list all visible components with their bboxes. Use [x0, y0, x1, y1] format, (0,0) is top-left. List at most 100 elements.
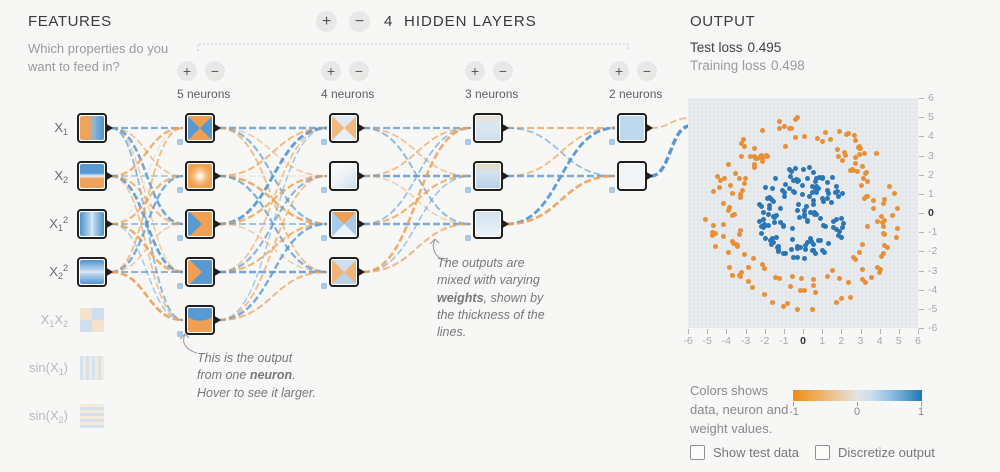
data-point [761, 225, 767, 231]
neuron-l2-2[interactable] [321, 161, 365, 193]
data-point [840, 158, 846, 164]
data-point [739, 187, 745, 193]
y-axis-tick [919, 98, 924, 99]
layer-1-remove-neuron-button[interactable]: − [205, 61, 225, 81]
data-point [733, 170, 739, 176]
data-point [739, 153, 745, 159]
data-point [759, 158, 765, 164]
sin-x1-pattern [80, 356, 104, 380]
neuron-l1-4[interactable] [177, 257, 221, 289]
feature-sin-x1[interactable]: sin(X1) [0, 353, 107, 383]
data-point [716, 185, 722, 191]
data-point [759, 204, 765, 210]
data-point [750, 284, 756, 290]
text-segment: ) [63, 407, 68, 423]
data-point [769, 299, 775, 305]
weight-link [110, 127, 184, 273]
data-point [846, 131, 852, 137]
add-layer-button[interactable]: + [316, 11, 337, 32]
layer-3-remove-neuron-button[interactable]: − [493, 61, 513, 81]
weight-link [218, 222, 328, 322]
layer-2-remove-neuron-button[interactable]: − [349, 61, 369, 81]
layer-3-add-neuron-button[interactable]: + [465, 61, 485, 81]
data-point [766, 222, 772, 228]
data-point [815, 185, 821, 191]
data-point [882, 231, 888, 237]
text-segment: 1 [49, 318, 55, 329]
callout-arrow-neuron [183, 333, 198, 354]
neuron-l2-1[interactable] [321, 113, 365, 145]
data-point [782, 250, 788, 256]
neuron-l1-3[interactable] [177, 209, 221, 241]
output-title: OUTPUT [690, 13, 756, 30]
feature-x1-squared[interactable]: X12 [0, 209, 113, 239]
discretize-output-checkbox[interactable] [815, 445, 830, 460]
neuron-l1-2[interactable] [177, 161, 221, 193]
neuron-activation-pattern [188, 116, 212, 140]
y-axis-tick [919, 308, 924, 310]
data-point [851, 132, 857, 138]
text-segment: X [54, 167, 63, 183]
neuron-l2-4[interactable] [321, 257, 365, 289]
discretize-output-item: Discretize output [815, 445, 935, 460]
data-point [752, 153, 758, 159]
data-point [802, 246, 808, 252]
y-axis-tick [919, 232, 924, 234]
x-axis-label: 4 [876, 335, 883, 347]
feature-x1[interactable]: X1 [0, 113, 113, 143]
layer-2-add-neuron-button[interactable]: + [321, 61, 341, 81]
data-point [740, 137, 746, 143]
neuron-l3-1[interactable] [465, 113, 509, 145]
x1x2-pattern [80, 308, 104, 332]
feature-x1x2[interactable]: X1X2 [0, 305, 107, 335]
output-checkboxes: Show test data Discretize output [690, 445, 935, 460]
neuron-l3-2[interactable] [465, 161, 509, 193]
feature-x2-squared[interactable]: X22 [0, 257, 113, 287]
feature-sin-x2[interactable]: sin(X2) [0, 401, 107, 431]
remove-layer-button[interactable]: − [349, 11, 370, 32]
data-point [806, 194, 812, 200]
colorbar-label-min: -1 [789, 406, 799, 418]
layer-4-add-neuron-button[interactable]: + [609, 61, 629, 81]
data-point [871, 205, 877, 211]
data-point [825, 190, 831, 196]
layer-1-add-neuron-button[interactable]: + [177, 61, 197, 81]
data-point [780, 223, 786, 229]
neuron-l3-3[interactable] [465, 209, 509, 241]
data-point [813, 212, 819, 218]
data-point [836, 228, 842, 234]
bias-indicator [609, 139, 615, 145]
data-point [852, 161, 858, 167]
data-point [760, 217, 766, 223]
callout-weights: The outputs are mixed with varying weigh… [437, 255, 555, 341]
data-point [825, 274, 831, 280]
data-point [838, 295, 844, 301]
show-test-data-label: Show test data [713, 445, 799, 460]
neuron-l1-1[interactable] [177, 113, 221, 145]
data-point [829, 267, 835, 273]
y-axis-label: 4 [928, 130, 934, 143]
text-segment: weights [437, 290, 484, 305]
data-point [721, 176, 727, 182]
neuron-l1-5[interactable] [177, 305, 221, 337]
layer-4-remove-neuron-button[interactable]: − [637, 61, 657, 81]
show-test-data-checkbox[interactable] [690, 445, 705, 460]
x-axis-tick [898, 329, 900, 334]
neuron-l4-1[interactable] [609, 113, 653, 145]
data-point [795, 114, 801, 120]
neuron-l4-2[interactable] [609, 161, 653, 193]
neuron-l2-3[interactable] [321, 209, 365, 241]
data-point [831, 224, 837, 230]
weight-link [110, 126, 184, 178]
data-point [734, 243, 740, 249]
feature-x2[interactable]: X2 [0, 161, 113, 191]
data-point [771, 198, 777, 204]
data-point [789, 273, 795, 279]
data-point [795, 255, 801, 261]
data-point [742, 252, 748, 258]
data-point [776, 275, 782, 281]
data-point [801, 208, 807, 214]
data-point [772, 275, 778, 281]
neuron-activation-pattern [188, 308, 212, 332]
data-point [819, 247, 825, 253]
